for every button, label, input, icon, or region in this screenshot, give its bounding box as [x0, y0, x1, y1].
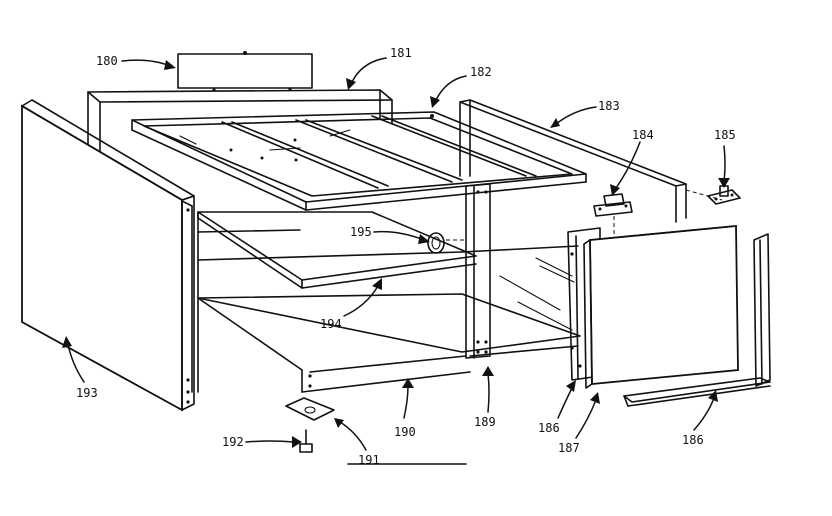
part-181-rear-panel — [87, 89, 393, 161]
part-195-latch — [427, 232, 466, 254]
callout-183: 183 — [598, 99, 620, 113]
part-194-shelf — [197, 211, 477, 289]
part-186-side-channel — [623, 233, 771, 407]
part-193-left-panel — [21, 99, 195, 412]
callout-187: 187 — [558, 441, 580, 455]
callout-194: 194 — [320, 317, 342, 331]
part-187-door-panel — [583, 225, 739, 389]
callout-195: 195 — [350, 225, 372, 239]
callout-184: 184 — [632, 128, 654, 142]
part-185-hinge — [707, 185, 741, 205]
part-191-bracket — [285, 397, 335, 421]
part-184-hinge-bracket — [593, 193, 633, 236]
leader-arrows — [62, 57, 730, 451]
part-180-cover-plate — [177, 51, 313, 92]
part-192-screw — [299, 429, 313, 453]
callout-191: 191 — [358, 453, 380, 467]
part-183-right-rail — [459, 99, 723, 223]
callout-185: 185 — [714, 128, 736, 142]
callout-193: 193 — [76, 386, 98, 400]
callout-192: 192 — [222, 435, 244, 449]
callout-190: 190 — [394, 425, 416, 439]
callout-189: 189 — [474, 415, 496, 429]
callout-186-frame: 186 — [538, 421, 560, 435]
callout-186-channel: 186 — [682, 433, 704, 447]
part-189-front-post — [465, 183, 491, 359]
callout-181: 181 — [390, 46, 412, 60]
callout-182: 182 — [470, 65, 492, 79]
part-182-top-frame — [131, 111, 587, 211]
callout-labels: 180 181 182 183 184 185 195 194 193 190 … — [76, 46, 736, 467]
callout-180: 180 — [96, 54, 118, 68]
